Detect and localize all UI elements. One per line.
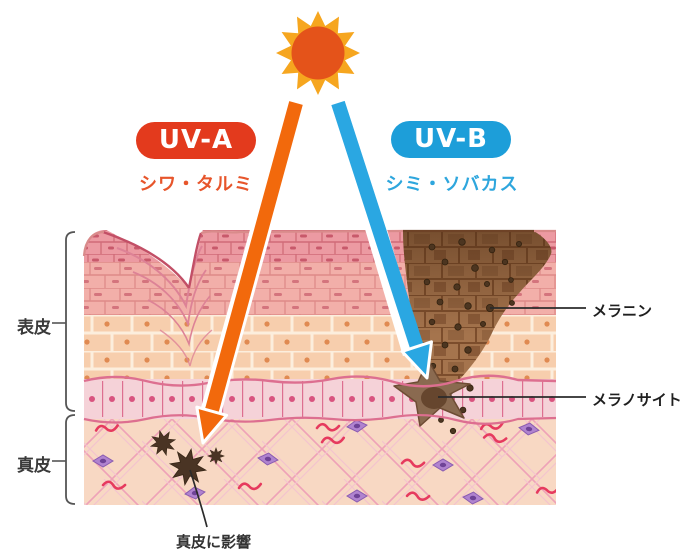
uva-ray-arrow	[195, 99, 307, 445]
epidermis-label: 表皮	[17, 318, 51, 338]
dermis-layer	[84, 419, 556, 505]
basal-layer	[84, 379, 556, 419]
uvb-badge: UV-B	[391, 121, 511, 158]
melanin-label: メラニン	[592, 302, 653, 320]
uva-badge: UV-A	[136, 122, 256, 159]
skin-surface-line	[82, 229, 556, 257]
basal-layer-borders	[83, 374, 557, 425]
melanocyte-label: メラノサイト	[592, 391, 682, 409]
dermis-effect-leader-line	[189, 469, 208, 528]
uvb-effect-label: シミ・ソバカス	[385, 174, 519, 195]
sun-icon	[276, 11, 360, 95]
dermis-bracket	[65, 414, 76, 505]
dermis-effect-label: 真皮に影響	[176, 533, 252, 551]
wrinkle-fold-lines	[116, 245, 213, 367]
pigment-wedge	[403, 231, 552, 390]
uva-effect-label: シワ・タルミ	[139, 174, 253, 195]
dermis-label: 真皮	[17, 456, 51, 476]
melanin-granules	[423, 238, 523, 435]
wrinkle-notch	[102, 228, 203, 289]
uvb-ray-arrow	[327, 98, 433, 380]
epidermis-bracket	[65, 231, 76, 412]
